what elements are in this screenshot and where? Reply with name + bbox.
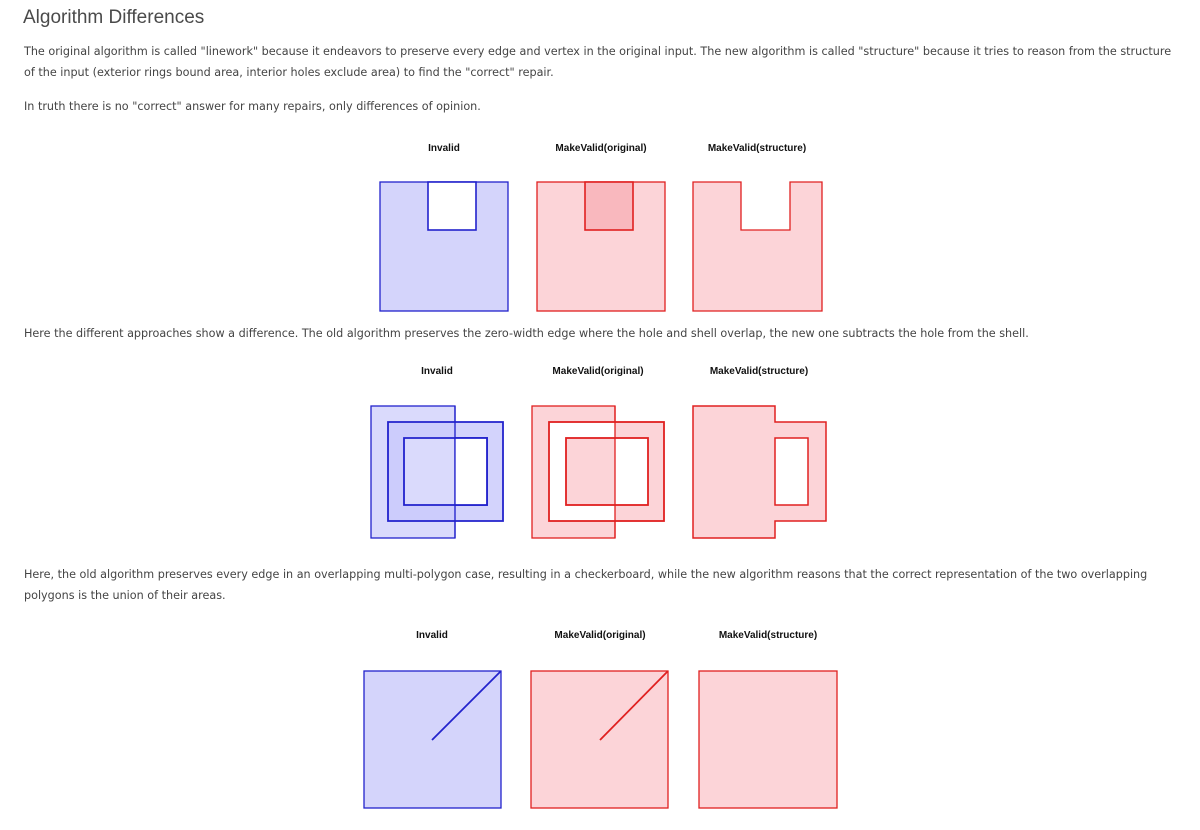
fig2-label-original: MakeValid(original) [552,366,644,377]
fig2-label-invalid: Invalid [421,366,453,377]
fig1-label-invalid: Invalid [428,143,460,154]
section-title: Algorithm Differences [23,7,205,28]
fig2-original [531,405,665,539]
fig3-original [530,670,669,809]
fig2-invalid [370,405,504,539]
fig3-label-original: MakeValid(original) [554,630,646,641]
fig3-invalid [363,670,502,809]
fig2-label-structure: MakeValid(structure) [709,366,809,377]
fig3-label-structure: MakeValid(structure) [718,630,818,641]
fig1-original [536,181,666,312]
fig1-invalid [379,181,509,312]
opinion-paragraph: In truth there is no "correct" answer fo… [24,100,481,113]
fig3-structure [698,670,838,809]
intro-paragraph: The original algorithm is called "linewo… [24,45,1172,79]
fig1-label-structure: MakeValid(structure) [707,143,807,154]
fig2-structure [692,405,827,539]
fig1-structure [692,181,823,312]
fig1-label-original: MakeValid(original) [555,143,647,154]
example2-paragraph: Here the different approaches show a dif… [24,327,1029,340]
fig3-label-invalid: Invalid [416,630,448,641]
example3-paragraph: Here, the old algorithm preserves every … [24,568,1148,602]
